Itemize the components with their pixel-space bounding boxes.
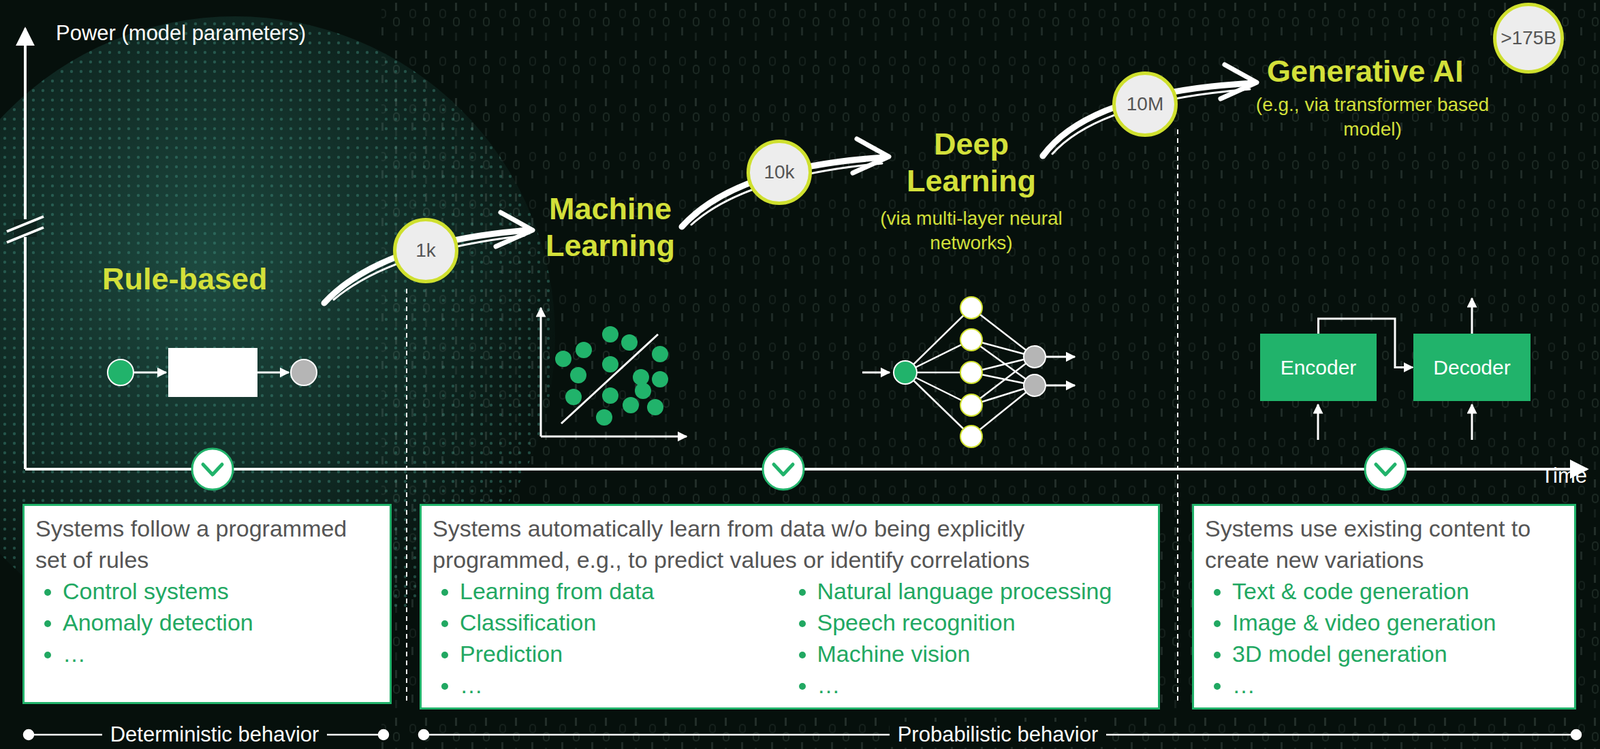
chevron-marker xyxy=(192,448,1406,490)
box-title: Decoder xyxy=(1433,356,1511,380)
era-title-holder: Rule-based xyxy=(102,260,327,298)
bullet-item: Text & code generation xyxy=(1232,575,1564,607)
description-text: Systems use existing content to create n… xyxy=(1204,512,1564,576)
neural-network-icon xyxy=(862,296,1075,448)
description-box: Systems automatically learn from data w/… xyxy=(419,504,1160,710)
parameter-count-circle: 10M xyxy=(1112,71,1178,137)
bullet-list: Learning from dataClassificationPredicti… xyxy=(432,575,791,701)
description-text: Systems follow a programmed set of rules xyxy=(35,512,379,576)
era-title: Generative AI xyxy=(1266,53,1464,90)
axis-title-holder: Power (model parameters) xyxy=(55,20,411,46)
behavior-label: Deterministic behavior xyxy=(102,722,328,748)
axis-title: Time xyxy=(1540,463,1588,489)
era-title: Deep Learning xyxy=(882,126,1060,200)
bullet-item: 3D model generation xyxy=(1232,638,1564,670)
bullet-item: … xyxy=(62,638,379,670)
growth-arrow xyxy=(324,64,1257,304)
binary-rain xyxy=(381,0,1600,749)
bullet-item: … xyxy=(459,669,791,701)
bullet-list: Text & code generationImage & video gene… xyxy=(1204,575,1564,701)
bullet-item: Learning from data xyxy=(459,575,791,607)
era-title: Rule-based xyxy=(102,260,268,298)
era-title-holder: Machine Learning xyxy=(521,190,699,265)
era-subtitle-holder: (via multi-layer neural networks) xyxy=(872,206,1071,257)
parameter-count-circle: >175B xyxy=(1493,2,1564,74)
parameter-count-circle: 10k xyxy=(746,139,812,206)
decoder-box: Decoder xyxy=(1413,333,1531,402)
bullet-item: Image & video generation xyxy=(1232,606,1564,639)
bullet-item: … xyxy=(1232,669,1564,701)
era-subtitle: (via multi-layer neural networks) xyxy=(872,206,1071,257)
bullet-item: Speech recognition xyxy=(817,606,1148,639)
axis-break xyxy=(6,216,44,243)
axis-title: Power (model parameters) xyxy=(55,20,306,46)
scatter-plot-icon xyxy=(540,307,687,437)
box-title: Encoder xyxy=(1280,356,1357,380)
axes xyxy=(25,28,1588,470)
bullet-item: … xyxy=(817,669,1148,701)
parameter-count-circle: 1k xyxy=(393,217,459,284)
description-text: Systems automatically learn from data w/… xyxy=(432,512,1148,576)
era-title-holder: Generative AI xyxy=(1266,53,1485,90)
axis-title-holder: Time xyxy=(1444,463,1588,489)
rule-based-icon xyxy=(107,348,317,398)
bullet-item: Classification xyxy=(459,606,791,639)
era-title: Machine Learning xyxy=(521,190,699,265)
bullet-columns: Learning from dataClassificationPredicti… xyxy=(432,575,1148,701)
bullet-item: Prediction xyxy=(459,638,791,670)
encoder-box: Encoder xyxy=(1260,333,1377,402)
bullet-item: Machine vision xyxy=(817,638,1148,670)
bullet-list: Control systemsAnomaly detection… xyxy=(35,575,379,670)
description-box: Systems use existing content to create n… xyxy=(1191,504,1577,710)
description-box: Systems follow a programmed set of rules… xyxy=(22,504,392,705)
bullet-item: Natural language processing xyxy=(817,575,1148,607)
era-subtitle: (e.g., via transformer based model) xyxy=(1253,92,1492,143)
bullet-item: Control systems xyxy=(62,575,379,607)
parameter-count: 1k xyxy=(415,239,436,262)
behavior-label-holder: Probabilistic behavior xyxy=(854,722,1141,748)
era-subtitle-holder: (e.g., via transformer based model) xyxy=(1253,92,1492,143)
parameter-count: 10M xyxy=(1126,93,1164,116)
bullet-item: Anomaly detection xyxy=(62,606,379,639)
parameter-count: >175B xyxy=(1500,27,1557,50)
bullet-list: Natural language processingSpeech recogn… xyxy=(790,575,1148,701)
behavior-label-holder: Deterministic behavior xyxy=(71,722,358,748)
era-title-holder: Deep Learning xyxy=(882,126,1060,200)
parameter-count: 10k xyxy=(763,161,795,184)
behavior-label: Probabilistic behavior xyxy=(889,722,1107,748)
